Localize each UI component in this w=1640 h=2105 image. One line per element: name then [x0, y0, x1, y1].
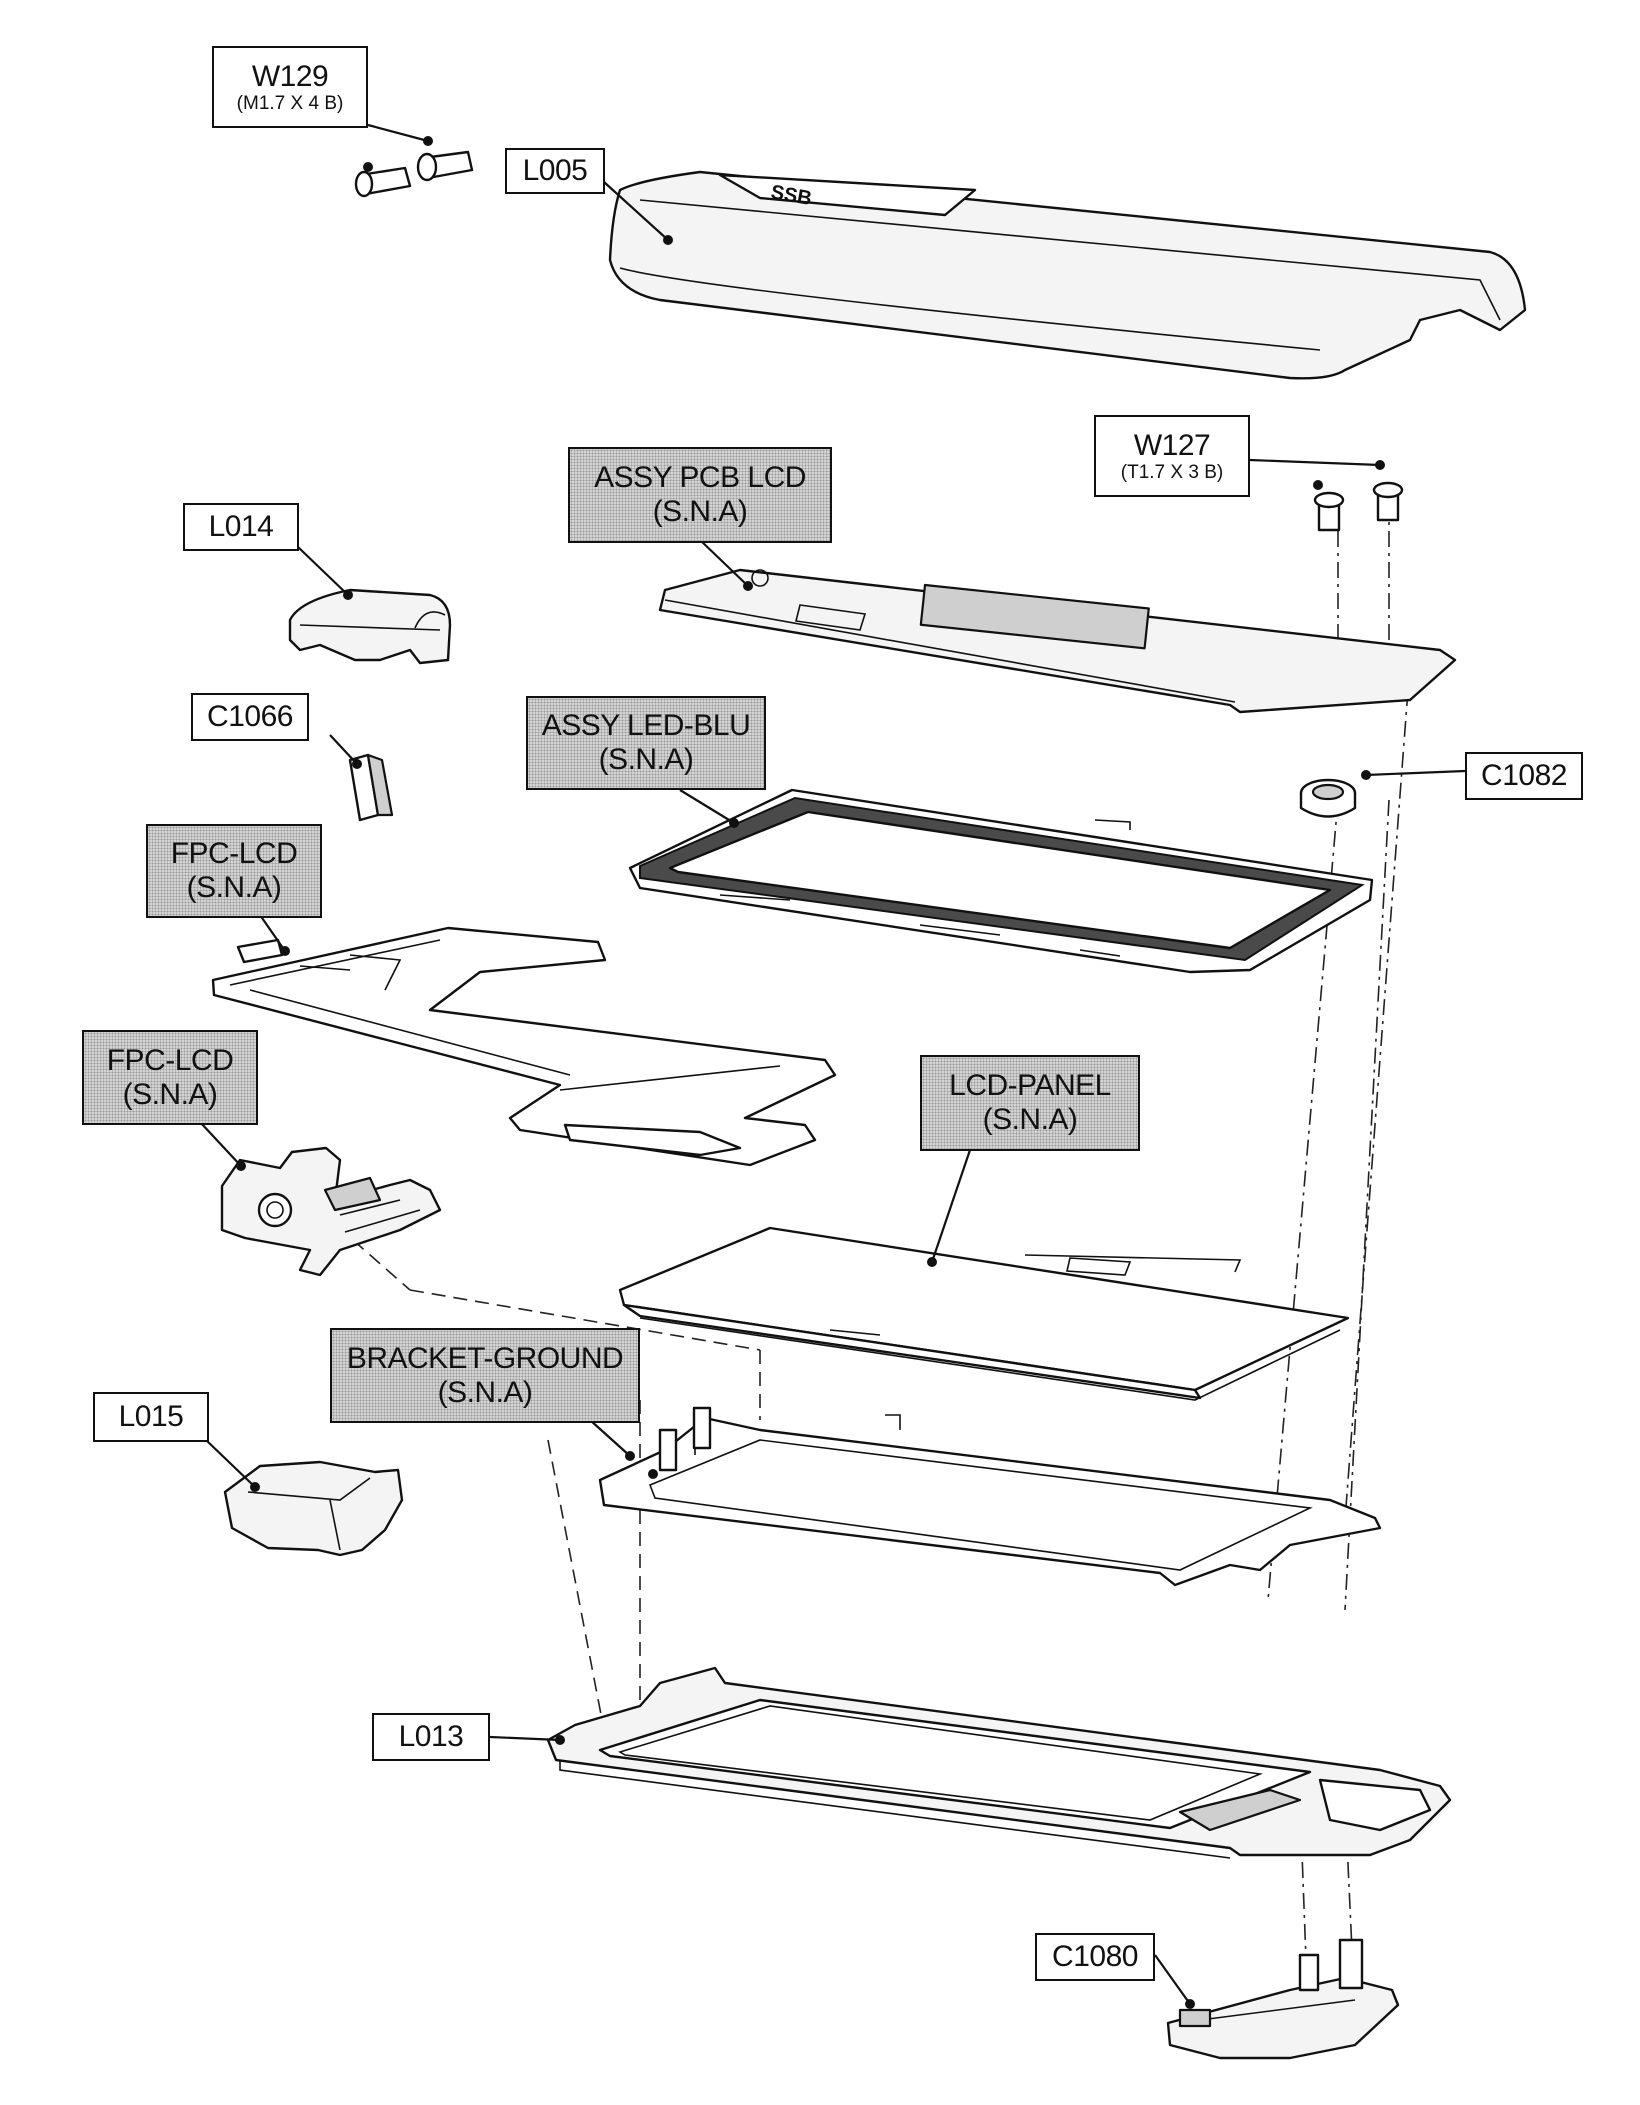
l005-top-cover: SSB	[608, 170, 1527, 380]
label-assy-pcb-lcd-note: (S.N.A)	[652, 495, 748, 528]
assy-pcb-lcd	[658, 568, 1457, 714]
label-bracket-ground-note: (S.N.A)	[437, 1375, 533, 1409]
label-w129-code: W129	[251, 59, 329, 93]
bracket-ground	[598, 1406, 1382, 1587]
label-bracket-ground: BRACKET-GROUND (S.N.A)	[330, 1328, 640, 1423]
label-bracket-ground-name: BRACKET-GROUND	[346, 1341, 624, 1375]
w127-screws	[1313, 481, 1404, 532]
label-c1080-code: C1080	[1052, 1940, 1138, 1974]
label-assy-led-blu-name: ASSY LED-BLU	[541, 709, 751, 743]
assy-led-blu	[628, 788, 1374, 974]
c1080-part	[1166, 1938, 1400, 2060]
bracket-ground-leader-dot-2	[648, 1469, 658, 1479]
c1066-part	[348, 753, 394, 822]
label-w127-code: W127	[1133, 428, 1211, 462]
label-fpc-lcd-1: FPC-LCD (S.N.A)	[146, 824, 322, 918]
c1082-part	[1299, 778, 1357, 818]
label-w129: W129 (M1.7 X 4 B)	[212, 46, 368, 128]
label-c1066-code: C1066	[207, 700, 293, 734]
label-c1082-code: C1082	[1481, 759, 1567, 793]
label-l015-code: L015	[118, 1400, 184, 1434]
w127-leader-dot	[1313, 480, 1323, 490]
label-w127: W127 (T1.7 X 3 B)	[1094, 415, 1250, 497]
label-w127-spec: (T1.7 X 3 B)	[1120, 462, 1224, 484]
label-assy-led-blu: ASSY LED-BLU (S.N.A)	[526, 696, 766, 790]
w129-leader-dot-2	[363, 162, 373, 172]
label-c1082: C1082	[1465, 752, 1583, 800]
label-c1080: C1080	[1035, 1933, 1155, 1981]
label-l013: L013	[372, 1713, 490, 1761]
label-l005-code: L005	[522, 154, 588, 188]
label-l015: L015	[93, 1392, 209, 1442]
label-l013-code: L013	[398, 1720, 464, 1754]
label-l005: L005	[505, 148, 605, 194]
l014-part	[288, 588, 452, 665]
lcd-panel	[618, 1226, 1350, 1401]
l013-rear-case	[546, 1666, 1452, 1859]
l015-part	[223, 1460, 404, 1557]
label-assy-pcb-lcd: ASSY PCB LCD (S.N.A)	[568, 447, 832, 543]
label-lcd-panel-note: (S.N.A)	[982, 1103, 1078, 1136]
label-l014-code: L014	[208, 510, 274, 544]
label-l014: L014	[183, 503, 299, 551]
label-assy-pcb-lcd-name: ASSY PCB LCD	[594, 461, 806, 495]
assembly-guide-lines	[352, 500, 1409, 1961]
label-fpc-lcd-2-note: (S.N.A)	[122, 1077, 218, 1111]
label-fpc-lcd-1-note: (S.N.A)	[186, 871, 282, 904]
label-c1066: C1066	[191, 693, 309, 741]
fpc-lcd-hinge	[220, 1146, 442, 1277]
label-lcd-panel: LCD-PANEL (S.N.A)	[920, 1055, 1140, 1151]
w129-screws	[354, 150, 474, 198]
label-fpc-lcd-2: FPC-LCD (S.N.A)	[82, 1030, 258, 1125]
label-fpc-lcd-1-name: FPC-LCD	[170, 837, 298, 871]
label-assy-led-blu-note: (S.N.A)	[598, 743, 694, 776]
fpc-lcd-flex-cable	[211, 926, 837, 1167]
label-fpc-lcd-2-name: FPC-LCD	[106, 1043, 234, 1077]
label-w129-spec: (M1.7 X 4 B)	[236, 93, 344, 115]
label-lcd-panel-name: LCD-PANEL	[949, 1069, 1111, 1103]
